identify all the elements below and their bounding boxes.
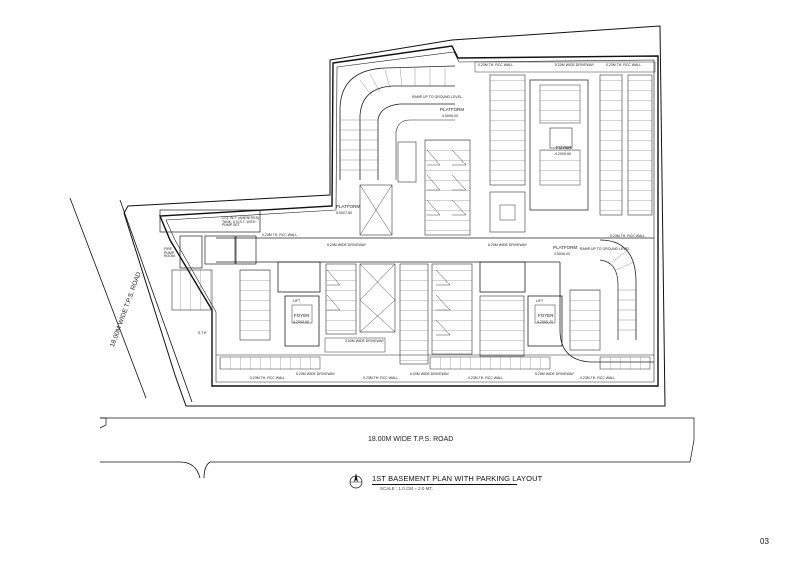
driveway-label-b: 6.20M WIDE DRIVEWAY	[488, 243, 528, 247]
rcc-wall-label-2: 0.23M TH. RCC WALL	[363, 376, 399, 380]
driveway-label-e: 5.20M WIDE DRIVEWAY	[535, 372, 575, 376]
rcc-wall-label-8: 0.23M TH. RCC WALL	[610, 234, 646, 238]
drawing-title: 1ST BASEMENT PLAN WITH PARKING LAYOUT	[372, 474, 543, 483]
foyer-right-dim: 4.20X5.20	[537, 320, 553, 324]
platform-mid-dim: 5.00X7.50	[336, 211, 352, 215]
ugwt-tank-label: U.G. W.T. (AMENITIES) TANK, 6 N.S.T. WIT…	[222, 216, 260, 227]
platform-top-dim: 4.50X6.00	[442, 114, 458, 118]
rcc-wall-label-3: 0.23M TH. RCC WALL	[468, 376, 504, 380]
foyer-left-dim: 4.20X5.60	[293, 320, 309, 324]
foyer-top-dim: 4.20X5.60	[555, 152, 571, 156]
ramp-curve-right	[559, 262, 654, 363]
rcc-wall-label-5: 0.23M TH. RCC WALL	[262, 233, 298, 237]
foyer-top-label: FOYER	[556, 145, 572, 150]
title-underline	[372, 484, 517, 485]
ramp-up-label-right: RAMP UP TO GROUND LEVEL	[580, 247, 630, 251]
driveway-label-d: 6.00M WIDE DRIVEWAY	[410, 372, 450, 376]
ramp-curve-top	[339, 65, 456, 180]
rcc-wall-label-1: 0.23M TH. RCC WALL	[250, 376, 286, 380]
driveway-label-a: 5.20M WIDE DRIVEWAY	[327, 243, 367, 247]
bottom-road-label: 18.00M WIDE T.P.S. ROAD	[368, 436, 454, 443]
driveway-label-g: 5.20M WIDE DRIVEWAY	[555, 63, 595, 67]
lift-left-label: LIFT	[293, 299, 301, 303]
lift-right-label: LIFT	[536, 299, 544, 303]
site-boundary	[123, 25, 666, 407]
rcc-wall-label-7: 0.23M TH. RCC WALL	[478, 63, 514, 67]
foyer-left-label: FOYER	[294, 313, 310, 318]
north-compass-icon	[349, 473, 363, 489]
platform-right-label: PLATFORM	[553, 245, 578, 250]
drawing-scale: SCALE : 1.0 CM = 2.0 MT.	[380, 486, 433, 491]
rcc-wall-label-6: 0.23M TH. RCC WALL	[606, 63, 642, 67]
sheet-number: 03	[760, 537, 769, 546]
driveway-label-f: 3.00M WIDE DRIVEWAY	[345, 339, 385, 343]
fire-pump-label: FIRE PUMP ROOM	[164, 247, 175, 258]
basement-outer-wall	[158, 45, 659, 387]
ramp-up-label: RAMP UP TO GROUND LEVEL	[412, 95, 462, 99]
platform-mid-label: PLATFORM	[336, 204, 361, 209]
foyer-right-label: FOYER	[538, 313, 554, 318]
rcc-wall-label-4: 0.23M TH. RCC WALL	[580, 376, 616, 380]
platform-top-label: PLATFORM	[440, 107, 465, 112]
platform-right-dim: 4.50X6.00	[554, 252, 570, 256]
stp-label: S.T.P.	[198, 331, 207, 335]
driveway-label-c: 5.20M WIDE DRIVEWAY	[296, 372, 336, 376]
